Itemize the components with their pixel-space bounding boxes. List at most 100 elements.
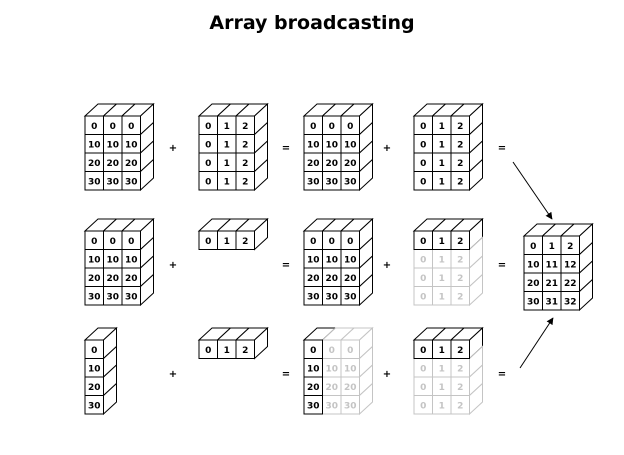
cube-cell-value: 0 [347, 346, 353, 356]
cube-cell-value: 2 [457, 383, 463, 393]
cube-cell-value: 0 [205, 140, 211, 150]
cube-cell-value: 0 [420, 122, 426, 132]
equals-operator: = [498, 260, 506, 271]
cube-cell [450, 171, 470, 191]
cube-cell-value: 0 [205, 159, 211, 169]
cube-cell [235, 230, 255, 250]
cube-cell-value: 0 [128, 237, 134, 247]
cube-cell-value: 22 [564, 279, 577, 289]
cube-cell-value: 1 [549, 242, 555, 252]
cube-cell-value: 2 [457, 177, 463, 187]
cube-cell-value: 20 [307, 159, 320, 169]
cube-cell-value: 30 [125, 292, 138, 302]
cube-cell-value: 2 [457, 346, 463, 356]
cube-cell-value: 2 [567, 242, 573, 252]
cube-cell [121, 286, 141, 306]
cube-cell-value: 10 [88, 364, 101, 374]
equals-operator: = [282, 260, 290, 271]
cube-cell-value: 32 [564, 297, 577, 307]
cube-cell-value: 2 [242, 237, 248, 247]
cube-cell-value: 1 [439, 364, 445, 374]
plus-operator: + [169, 143, 177, 154]
cube-cell-value: 0 [347, 122, 353, 132]
cube-cell-value: 0 [530, 242, 536, 252]
equals-operator: = [498, 369, 506, 380]
plus-operator: + [383, 369, 391, 380]
equals-operator: = [498, 143, 506, 154]
cube-cell-value: 1 [224, 140, 230, 150]
cube-cell-value: 30 [325, 177, 338, 187]
cube-cell-value: 0 [205, 122, 211, 132]
cube-cell-value: 1 [439, 159, 445, 169]
cube-cell-value: 30 [88, 401, 101, 411]
cube-cell-value: 0 [128, 122, 134, 132]
cube-cell-value: 0 [420, 255, 426, 265]
cube-cell-value: 2 [242, 140, 248, 150]
cube-cell-value: 2 [457, 292, 463, 302]
cube-cell [84, 395, 104, 415]
cube-cell-value: 0 [420, 346, 426, 356]
cube-cell-value: 20 [325, 383, 338, 393]
plus-operator: + [169, 260, 177, 271]
cube-cell-value: 10 [344, 364, 357, 374]
cube-cell [450, 339, 470, 359]
cube-cell-value: 1 [439, 401, 445, 411]
cube-cell-value: 30 [125, 177, 138, 187]
cube-cell-value: 1 [439, 140, 445, 150]
cube-cell [450, 286, 470, 306]
cube-cell [235, 171, 255, 191]
row-second-array-b: 0 1 2 [197, 217, 269, 251]
cube-cell-value: 1 [439, 237, 445, 247]
plus-operator: + [383, 260, 391, 271]
diagram-title: Array broadcasting [209, 12, 415, 34]
cube-cell [450, 230, 470, 250]
cube-cell-value: 11 [545, 260, 558, 270]
cube-cell-value: 30 [88, 177, 101, 187]
cube-cell-value: 30 [106, 177, 119, 187]
cube-cell-value: 2 [242, 346, 248, 356]
equals-operator: = [282, 369, 290, 380]
cube-cell-value: 0 [110, 122, 116, 132]
cube-cell-value: 0 [420, 383, 426, 393]
cube-cell-value: 30 [344, 177, 357, 187]
cube-cell-value: 1 [439, 255, 445, 265]
cube-cell-value: 0 [420, 292, 426, 302]
cube-cell-value: 10 [125, 255, 138, 265]
cube-cell-value: 0 [310, 237, 316, 247]
cube-cell-value: 0 [420, 364, 426, 374]
cube-cell-value: 0 [91, 237, 97, 247]
cube-cell-value: 30 [106, 292, 119, 302]
cube-cell-value: 20 [106, 274, 119, 284]
cube-cell-value: 1 [439, 292, 445, 302]
cube-cell-value: 20 [125, 159, 138, 169]
cube-cell-value: 0 [347, 237, 353, 247]
cube-cell-value: 10 [88, 255, 101, 265]
cube-cell-value: 1 [439, 383, 445, 393]
cube-cell [121, 171, 141, 191]
cube-cell-value: 0 [329, 122, 335, 132]
cube-cell [340, 171, 360, 191]
cube-cell-value: 10 [325, 140, 338, 150]
cube-cell-value: 1 [224, 237, 230, 247]
cube-cell-value: 20 [106, 159, 119, 169]
cube-cell-value: 1 [224, 159, 230, 169]
cube-cell-value: 2 [457, 401, 463, 411]
cube-cell-value: 0 [205, 237, 211, 247]
cube-cell-value: 21 [545, 279, 558, 289]
cube-cell-value: 20 [325, 159, 338, 169]
cube-cell-value: 20 [344, 383, 357, 393]
cube-cell-value: 0 [310, 122, 316, 132]
cube-cell [303, 395, 323, 415]
cube-cell-value: 0 [420, 140, 426, 150]
cube-cell-value: 0 [420, 274, 426, 284]
cube-cell-value: 2 [457, 274, 463, 284]
cube-cell-value: 0 [91, 346, 97, 356]
cube-cell-value: 10 [106, 255, 119, 265]
